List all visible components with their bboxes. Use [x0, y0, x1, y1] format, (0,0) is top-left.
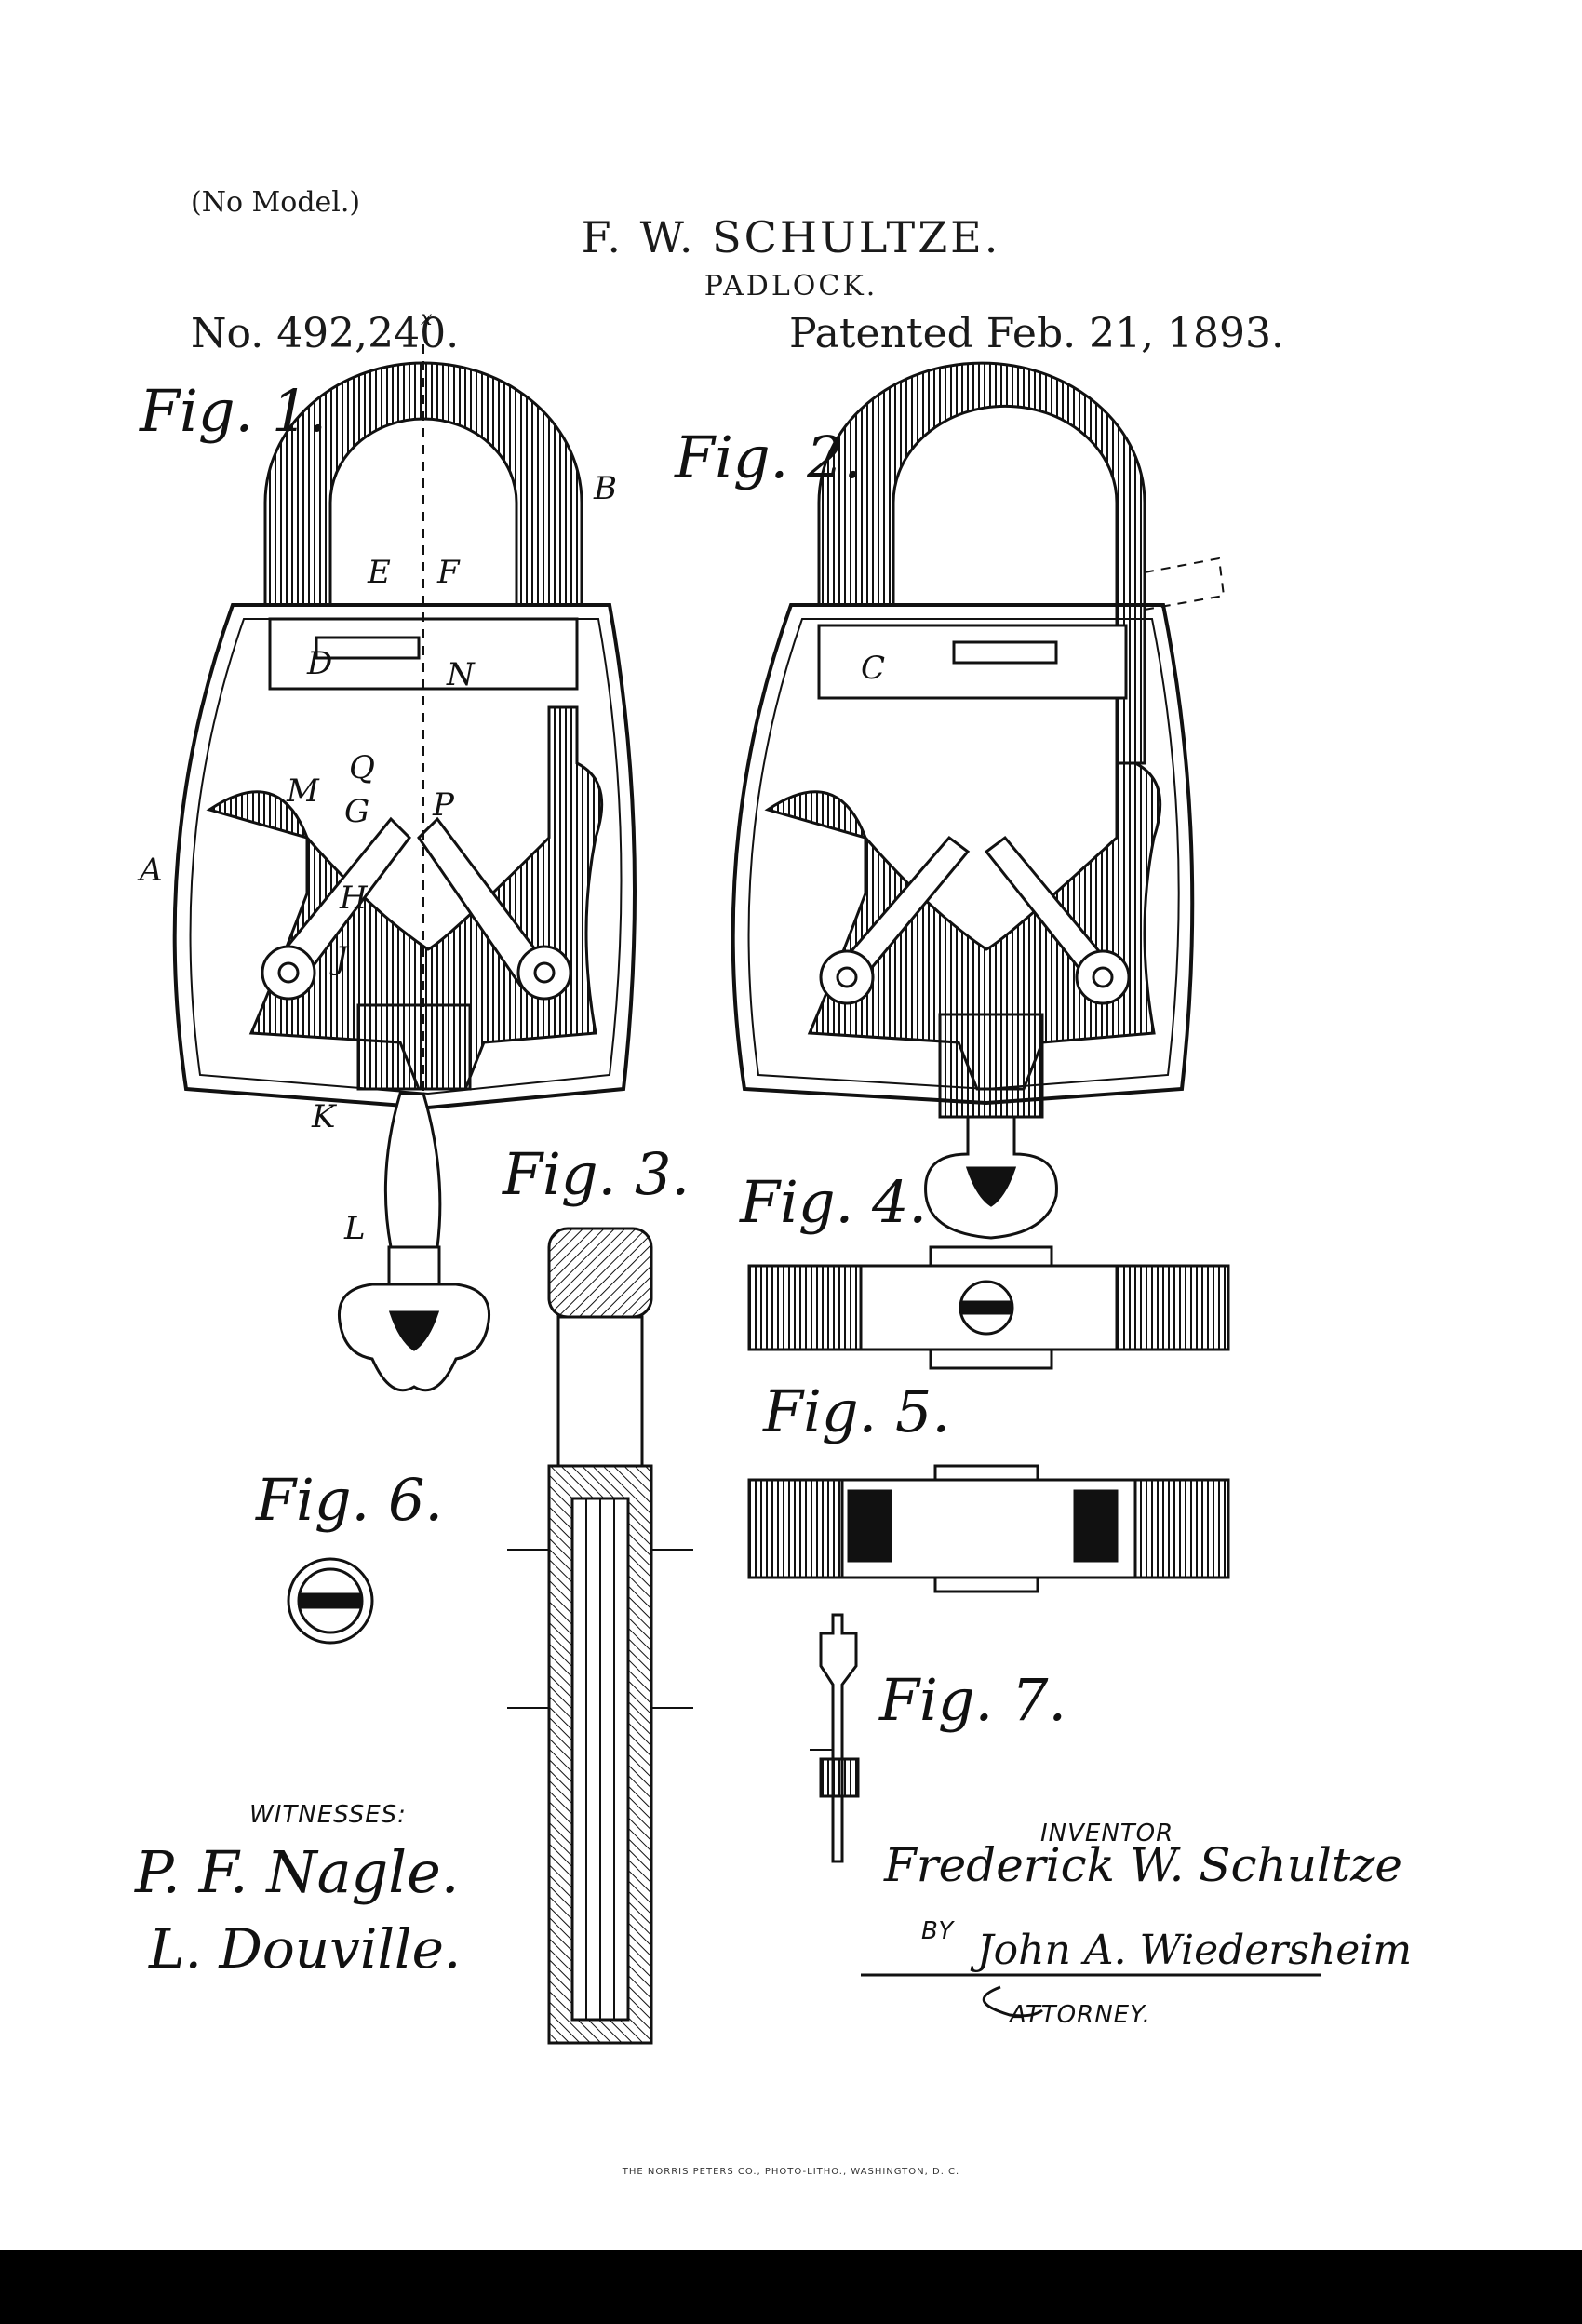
lithographer-credit: THE NORRIS PETERS CO., PHOTO-LITHO., WAS…: [622, 2167, 960, 2177]
fig5-drawing: [747, 1464, 1230, 1593]
patent-number: No. 492,240.: [191, 310, 460, 357]
inventor-signature: Frederick W. Schultze: [884, 1838, 1402, 1892]
ref-letter-p: P: [433, 786, 454, 824]
signature-lines: [861, 1973, 1321, 2018]
attorney-signature: John A. Wiedersheim: [977, 1927, 1413, 1974]
fig1-drawing: [172, 344, 637, 1110]
inventor-name-header: F. W. SCHULTZE.: [581, 212, 1001, 262]
ref-letter-m: M: [287, 772, 319, 810]
ref-letter-b: B: [594, 470, 617, 507]
ref-letter-c: C: [861, 650, 886, 687]
witness-signature-2: L. Douville.: [149, 1917, 462, 1981]
ref-letter-x: x: [421, 307, 433, 330]
witness-signature-1: P. F. Nagle.: [135, 1838, 460, 1906]
ref-letter-h: H: [340, 880, 368, 917]
patent-title: PADLOCK.: [704, 270, 878, 302]
fig4-drawing: [747, 1245, 1230, 1370]
fig7-label: Fig. 7.: [879, 1666, 1067, 1734]
fig6-drawing: [287, 1557, 374, 1645]
fig5-label: Fig. 5.: [763, 1377, 951, 1445]
ref-letter-g: G: [344, 793, 370, 830]
key-drawing: [337, 1092, 491, 1392]
ref-letter-f: F: [437, 554, 460, 591]
ref-letter-e: E: [368, 554, 391, 591]
no-model-note: (No Model.): [191, 186, 361, 219]
fig2-drawing: [731, 361, 1226, 1240]
ref-letter-q: Q: [349, 749, 375, 786]
fig6-label: Fig. 6.: [256, 1466, 444, 1534]
fig3-drawing: [507, 1227, 693, 2045]
witnesses-heading: WITNESSES:: [249, 1801, 407, 1829]
by-label: BY: [921, 1917, 955, 1945]
scan-edge-bar: [0, 2250, 1582, 2324]
ref-letter-j: J: [335, 940, 348, 977]
ref-letter-k: K: [312, 1098, 336, 1135]
fig4-label: Fig. 4.: [740, 1168, 928, 1236]
fig7-drawing: [810, 1613, 860, 1863]
attorney-heading: ATTORNEY.: [1010, 2001, 1151, 2029]
fig2-label: Fig. 2.: [675, 423, 863, 491]
fig1-label: Fig. 1.: [140, 377, 328, 445]
inventor-heading: INVENTOR: [1040, 1820, 1174, 1847]
patent-date: Patented Feb. 21, 1893.: [789, 310, 1285, 357]
ref-letter-n: N: [447, 656, 475, 693]
fig3-label: Fig. 3.: [503, 1140, 690, 1208]
ref-letter-d: D: [307, 645, 333, 682]
ref-letter-a: A: [140, 852, 163, 889]
ref-letter-l: L: [344, 1210, 366, 1247]
